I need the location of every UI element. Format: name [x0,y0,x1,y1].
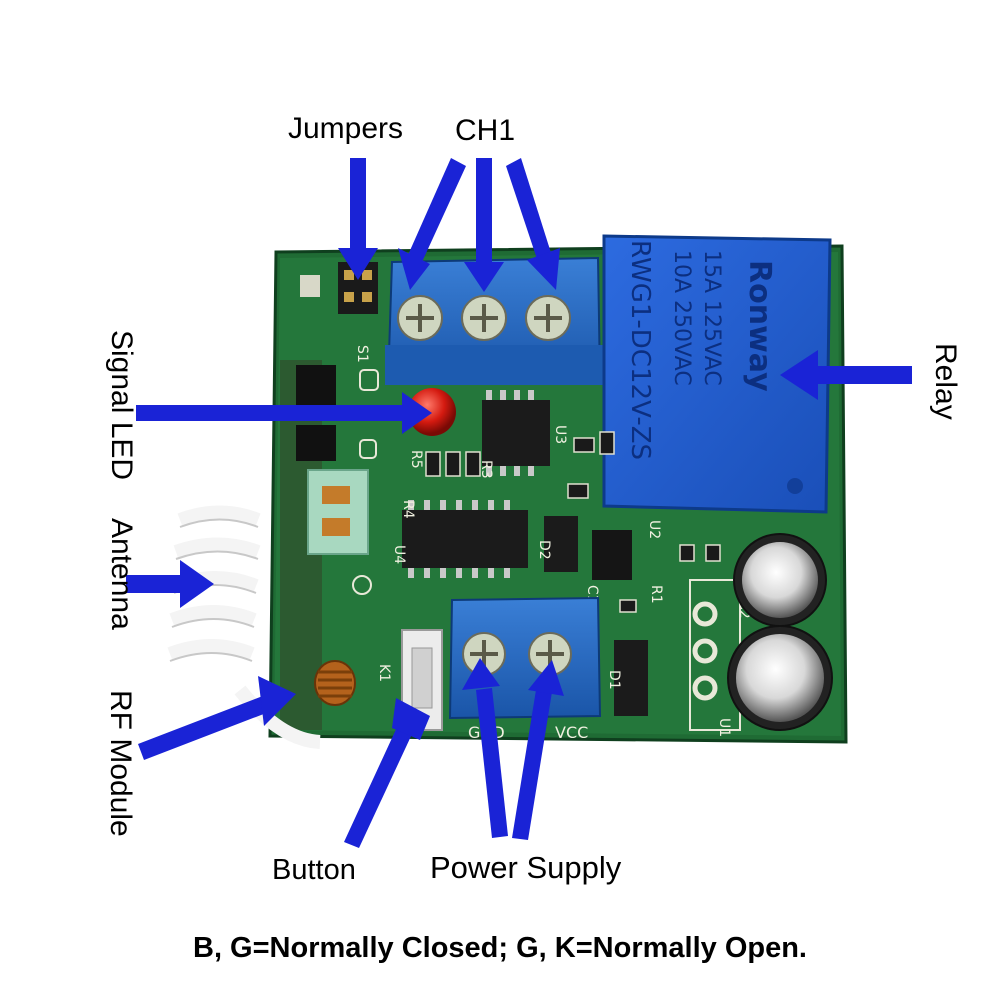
ic-chips: U4 R4 R5 U3 U2 U1 D1 D2 C1 R1 C2 R3 [391,390,752,737]
jumpers-arrow [338,158,378,280]
d2-silk: D2 [536,540,552,560]
antenna-arrow [126,560,214,608]
power-terminal-block: GND VCC [448,596,602,742]
rf-module-arrow [138,676,296,760]
signal-led [408,388,456,436]
relay-component: Ronway 15A 125VAC 10A 250VAC RWG1-DC12V-… [602,234,832,514]
callout-arrows [126,158,912,848]
relay-rating-2: 10A 250VAC [669,250,694,386]
d1-silk: D1 [606,670,622,690]
s1-silk: S1 [354,345,370,363]
relay-arrow [780,350,912,400]
button-label: Button [272,854,356,886]
button-arrow [344,698,430,848]
u1-silk: U1 [716,718,732,737]
jumpers-label: Jumpers [288,112,404,145]
through-hole-pads [692,601,718,701]
ch1-label: CH1 [455,114,516,147]
power-supply-label: Power Supply [430,850,622,885]
signal-led-label: Signal LED [105,330,138,481]
u3-silk: U3 [552,425,568,444]
r5-silk: R5 [408,450,424,469]
electrolytic-capacitors [727,533,833,731]
ch1-arrow-left [398,158,466,290]
k1-silk: K1 [376,664,392,682]
power-supply-arrow-right [512,660,564,840]
ch1-terminal-block [385,256,603,386]
rf-module [280,360,369,730]
power-supply-arrow-left [462,658,508,838]
caption: B, G=Normally Closed; G, K=Normally Open… [193,932,807,964]
relay-label: Relay [929,343,962,420]
u4-silk: U4 [391,545,407,564]
r1-silk: R1 [648,585,664,604]
signal-led-arrow [136,392,432,434]
ch1-arrow-right [506,158,560,290]
rf-module-label: RF Module [104,690,137,837]
smd-components [425,431,721,613]
relay-model: RWG1-DC12V-ZS [625,240,655,460]
u2-silk: U2 [646,520,662,539]
relay-brand: Ronway [742,260,777,392]
ch1-arrow-middle [464,158,504,292]
r3-silk: R3 [478,460,494,479]
vcc-silk: VCC [555,723,588,742]
r4-silk: R4 [400,500,416,519]
relay-rating-1: 15A 125VAC [699,250,724,386]
antenna-label: Antenna [105,518,138,630]
